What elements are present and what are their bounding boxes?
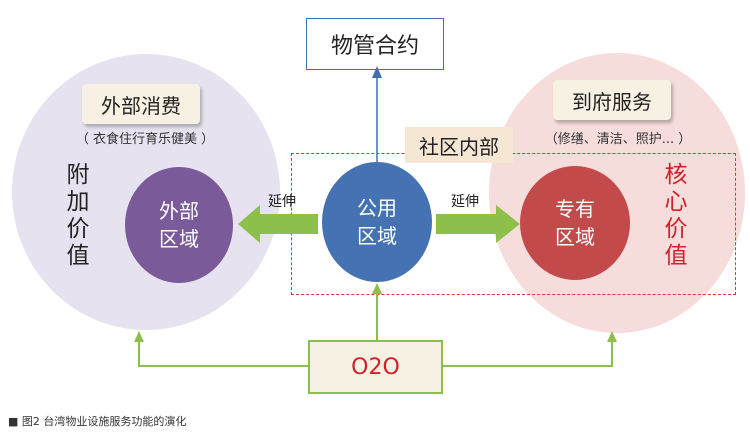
extend-right-arrow	[436, 205, 520, 243]
o2o-left-connector	[138, 340, 308, 367]
o2o-right-arrow-head	[607, 331, 617, 342]
public-area-label: 公用 区域	[357, 196, 397, 248]
property-contract-label: 物管合约	[330, 34, 419, 59]
extend-right-label: 延伸	[451, 194, 479, 210]
home-service-subtitle: （修缮、清洁、照护... ）	[544, 132, 692, 147]
community-inside-label: 社区内部	[419, 134, 499, 159]
property-contract-box: 物管合约	[306, 18, 444, 70]
external-consumption-subtitle: （ 衣食住行育乐健美 ）	[75, 132, 215, 147]
home-service-title: 到府服务	[572, 89, 652, 114]
o2o-right-connector	[443, 340, 613, 367]
o2o-up-arrow-head	[372, 283, 382, 294]
external-consumption-title: 外部消费	[101, 93, 181, 118]
external-area-label: 外部 区域	[159, 199, 199, 251]
caption-marker: ■	[8, 415, 19, 428]
private-area-label: 专有 区域	[555, 197, 595, 249]
o2o-left-arrow-head	[134, 331, 144, 342]
figure-caption: ■ 图2 台湾物业设施服务功能的演化	[8, 413, 186, 429]
community-inside-label-box: 社区内部	[405, 127, 513, 163]
added-value-vertical-text: 附加价值	[62, 162, 88, 270]
private-area-circle: 专有 区域	[520, 166, 630, 280]
o2o-label: O2O	[351, 354, 400, 380]
caption-text: 图2 台湾物业设施服务功能的演化	[21, 415, 187, 428]
extend-left-arrow	[238, 205, 318, 243]
o2o-box: O2O	[308, 340, 443, 394]
core-value-vertical-text: 核心价值	[660, 162, 686, 270]
extend-left-label: 延伸	[268, 194, 296, 210]
external-consumption-title-box: 外部消费	[82, 84, 200, 124]
external-area-circle: 外部 区域	[125, 167, 233, 283]
public-area-circle: 公用 区域	[322, 162, 432, 282]
home-service-title-box: 到府服务	[553, 80, 671, 120]
blue-up-arrow-head	[372, 66, 382, 78]
